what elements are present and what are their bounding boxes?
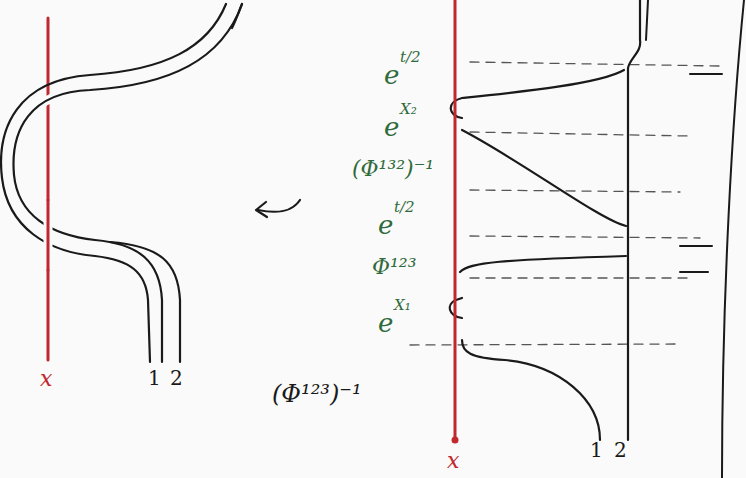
operator-base: e xyxy=(384,114,399,140)
operator-base: e xyxy=(384,62,399,88)
operator-base: e xyxy=(378,212,393,238)
phi123 xyxy=(460,256,626,272)
strand-1 xyxy=(14,4,242,362)
associator-label: (Φ¹²³)⁻¹ xyxy=(272,382,362,406)
associator-label: Φ¹²³ xyxy=(372,256,417,278)
strand-2 xyxy=(232,4,242,28)
phi132 xyxy=(462,130,626,226)
arrow-head xyxy=(256,202,267,217)
strand-2 xyxy=(628,0,640,440)
strand-number: 1 xyxy=(148,368,161,388)
strand-label: x xyxy=(447,450,459,472)
strand-number: 1 xyxy=(590,440,603,460)
strand-1 xyxy=(462,340,600,440)
operator-exponent: t/2 xyxy=(400,50,421,65)
halo xyxy=(14,4,242,362)
frame-line xyxy=(722,0,744,478)
hook-eX2 xyxy=(451,70,624,118)
operator-exponent: X₂ xyxy=(400,102,417,117)
red-strand xyxy=(47,200,50,270)
associator-label: (Φ¹³²)⁻¹ xyxy=(352,158,434,180)
arrow xyxy=(258,200,300,212)
strand-2 xyxy=(646,0,648,40)
red-dot xyxy=(452,437,459,444)
operator-base: e xyxy=(378,310,393,336)
tick-lines xyxy=(680,74,722,272)
strand-1-edge xyxy=(1,4,226,362)
strand-2 xyxy=(110,242,180,362)
strand-label: x xyxy=(40,368,52,390)
red-strand xyxy=(47,18,50,360)
strand-number: 2 xyxy=(614,440,627,460)
operator-exponent: X₁ xyxy=(394,298,411,313)
strand-number: 2 xyxy=(170,368,183,388)
operator-exponent: t/2 xyxy=(394,200,415,215)
red-strand xyxy=(454,0,457,438)
